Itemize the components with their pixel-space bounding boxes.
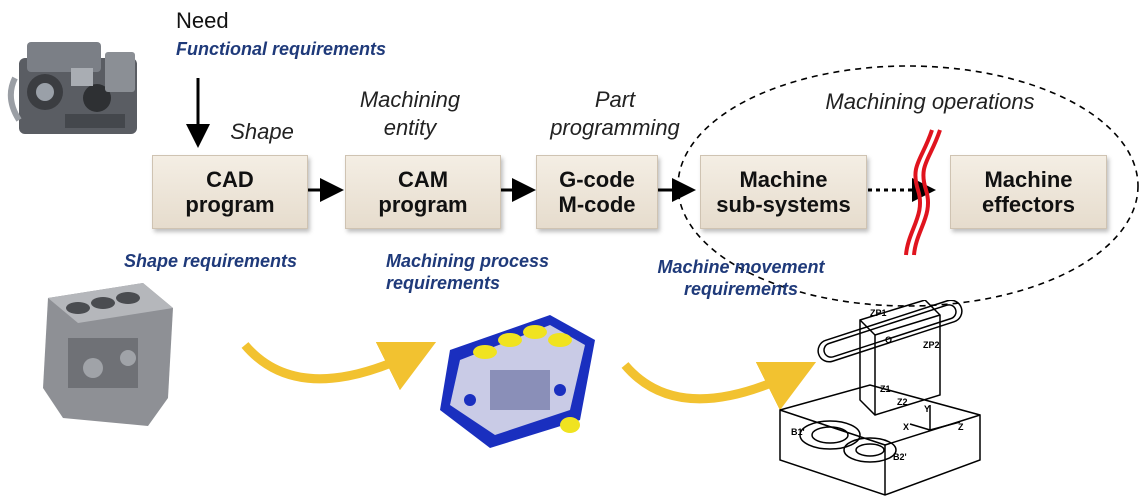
cad-program-box: CAD program	[152, 155, 308, 229]
machining-operations-label: Machining operations	[825, 89, 1035, 114]
label-x: X	[903, 422, 909, 432]
machining-entity-label: Machining entity	[359, 87, 461, 140]
label-zp1: ZP1	[870, 308, 887, 318]
part-programming-label: Part programming	[550, 87, 680, 140]
cam-program-box: CAM program	[345, 155, 501, 229]
label-b1: B1'	[791, 427, 805, 437]
machining-process-requirements-label: Machining process requirements	[386, 251, 550, 293]
functional-requirements-label: Functional requirements	[176, 39, 387, 59]
cam-model-image	[440, 315, 595, 448]
machine-subsystems-box: Machine sub-systems	[700, 155, 867, 229]
need-label: Need	[176, 8, 229, 33]
label-z: Z	[958, 422, 964, 432]
break-mark	[904, 129, 934, 256]
label-z1: Z1	[880, 384, 891, 394]
shape-label: Shape	[230, 119, 294, 144]
gold-arrow-2	[621, 361, 817, 411]
label-zp2: ZP2	[923, 340, 940, 350]
machine-movement-requirements-label: Machine movement requirements	[657, 257, 825, 299]
shape-requirements-label: Shape requirements	[124, 251, 298, 271]
engine-block-image	[43, 283, 173, 426]
machine-effectors-box: Machine effectors	[950, 155, 1107, 229]
machine-tool-image: ZP1 ZP2 O Z1 Z2 B1' B2' X Y Z	[779, 300, 981, 496]
label-b2: B2'	[893, 452, 907, 462]
gold-arrow-1	[241, 341, 437, 391]
label-y: Y	[924, 404, 930, 414]
engine-image	[5, 28, 150, 150]
label-z2: Z2	[897, 397, 908, 407]
gcode-mcode-box: G-code M-code	[536, 155, 658, 229]
label-o: O	[885, 335, 892, 345]
